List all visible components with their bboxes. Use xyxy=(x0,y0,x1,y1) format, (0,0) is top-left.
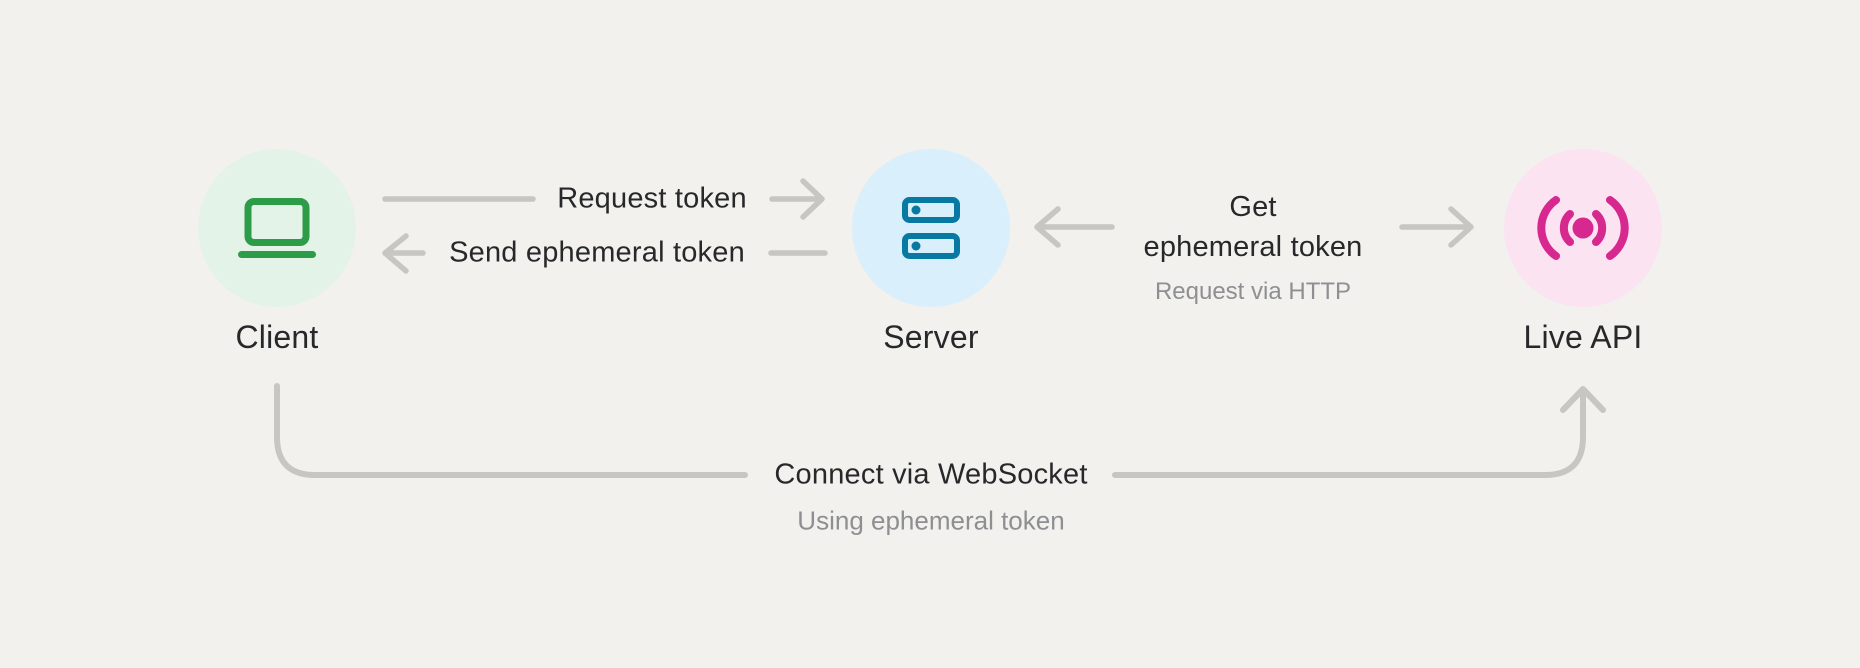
request-token-label: Request token xyxy=(557,182,747,215)
laptop-icon xyxy=(238,198,316,258)
send-token-arrow-left xyxy=(382,233,426,274)
get-ephemeral-token-label: Get ephemeral token xyxy=(1143,187,1362,267)
broadcast-icon xyxy=(1537,196,1629,260)
get-token-arrow-left xyxy=(1034,206,1115,248)
node-client: Client xyxy=(198,149,356,355)
websocket-connector-right xyxy=(1112,388,1586,478)
websocket-arrowhead-up xyxy=(1560,386,1606,413)
live-api-circle xyxy=(1504,149,1662,307)
get-token-arrow-right xyxy=(1399,206,1474,248)
using-ephemeral-token-sublabel: Using ephemeral token xyxy=(797,505,1065,536)
websocket-connector-left xyxy=(274,383,748,478)
connect-via-websocket-label: Connect via WebSocket xyxy=(774,458,1088,491)
client-circle xyxy=(198,149,356,307)
request-token-arrow-right xyxy=(769,178,825,220)
send-ephemeral-token-label: Send ephemeral token xyxy=(449,236,745,269)
node-server: Server xyxy=(852,149,1010,355)
server-stack-icon xyxy=(902,197,960,259)
node-live-api: Live API xyxy=(1504,149,1662,355)
live-api-label: Live API xyxy=(1523,319,1643,355)
server-circle xyxy=(852,149,1010,307)
get-ephemeral-token-label-line1: Get xyxy=(1229,191,1277,223)
server-label: Server xyxy=(883,319,979,355)
client-label: Client xyxy=(235,319,319,355)
request-via-http-sublabel: Request via HTTP xyxy=(1154,278,1352,305)
get-ephemeral-token-label-line2: ephemeral token xyxy=(1143,231,1363,263)
